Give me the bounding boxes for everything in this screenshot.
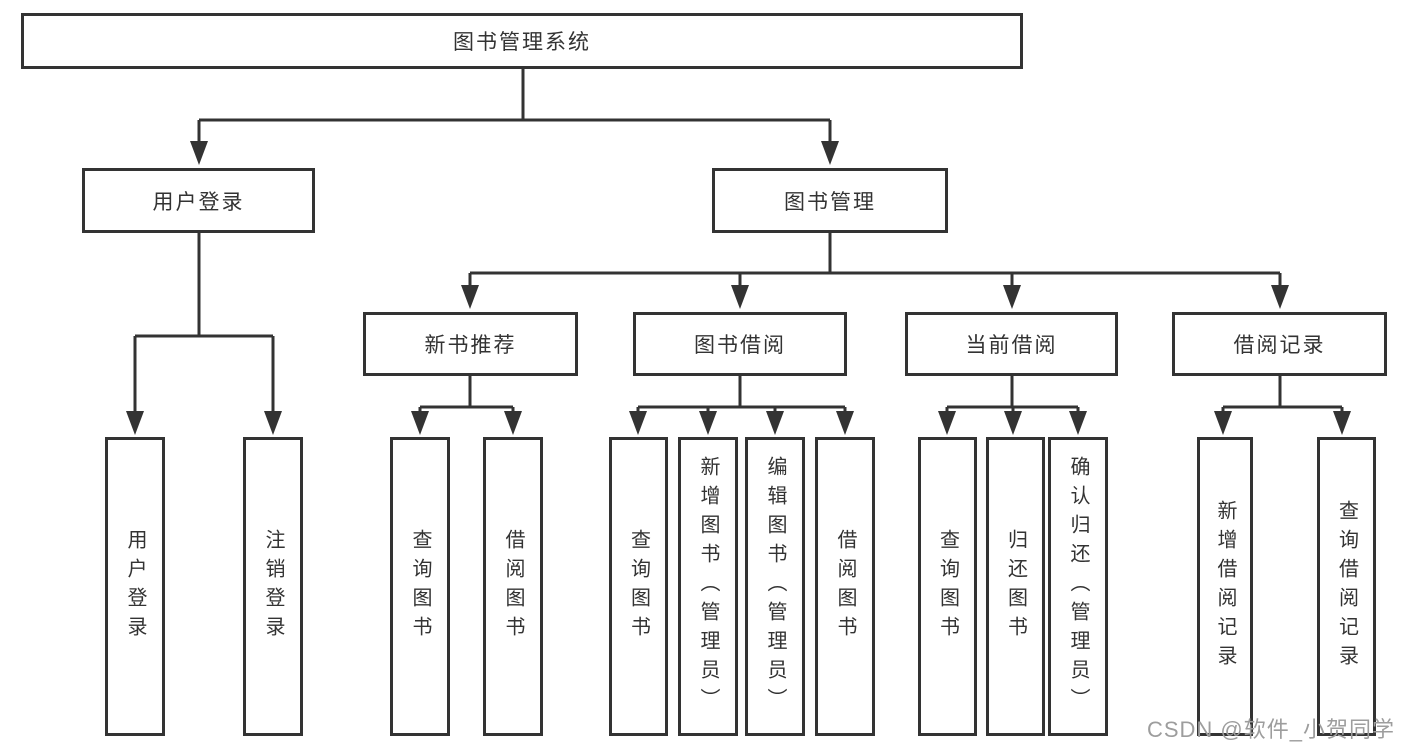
leaf-return-books: 归还图书 xyxy=(986,437,1045,736)
leaf-user-login: 用户登录 xyxy=(105,437,165,736)
node-label: 图书管理 xyxy=(784,190,876,214)
node-label: 查询图书 xyxy=(409,528,431,645)
node-label: 编辑图书（管理员） xyxy=(764,456,786,717)
node-book-borrow: 图书借阅 xyxy=(633,312,847,376)
node-label: 借阅记录 xyxy=(1233,334,1326,357)
leaf-current-query-books: 查询图书 xyxy=(918,437,977,736)
node-label: 注销登录 xyxy=(262,528,284,645)
node-book-management: 图书管理 xyxy=(712,168,948,233)
leaf-confirm-return-admin: 确认归还（管理员） xyxy=(1048,437,1108,736)
leaf-query-borrow-record: 查询借阅记录 xyxy=(1317,437,1376,736)
node-label: 图书借阅 xyxy=(694,334,786,357)
node-label: 新书推荐 xyxy=(424,334,517,357)
node-label: 查询图书 xyxy=(936,528,959,645)
node-label: 查询图书 xyxy=(627,528,650,645)
node-label: 归还图书 xyxy=(1004,528,1027,645)
node-user-login: 用户登录 xyxy=(82,168,315,233)
arrowheads xyxy=(126,141,1351,435)
leaf-logout: 注销登录 xyxy=(243,437,303,736)
node-label: 新增借阅记录 xyxy=(1214,499,1236,674)
node-label: 用户登录 xyxy=(124,528,146,645)
csdn-watermark: CSDN @软件_小贺同学 xyxy=(1146,717,1395,742)
node-label: 图书管理系统 xyxy=(453,31,591,54)
leaf-edit-books-admin: 编辑图书（管理员） xyxy=(745,437,805,736)
node-label: 用户登录 xyxy=(152,190,245,214)
node-borrow-records: 借阅记录 xyxy=(1172,312,1387,376)
node-label: 确认归还（管理员） xyxy=(1067,456,1089,717)
leaf-borrow-borrow-books: 借阅图书 xyxy=(815,437,875,736)
node-label: 查询借阅记录 xyxy=(1335,499,1358,674)
leaf-add-borrow-record: 新增借阅记录 xyxy=(1197,437,1253,736)
leaf-recommend-query-books: 查询图书 xyxy=(390,437,450,736)
node-label: 借阅图书 xyxy=(502,528,524,645)
node-label: 借阅图书 xyxy=(834,528,856,645)
node-label: 新增图书（管理员） xyxy=(697,456,719,717)
node-new-book-recommend: 新书推荐 xyxy=(363,312,578,376)
node-library-management-system: 图书管理系统 xyxy=(21,13,1023,69)
node-label: 当前借阅 xyxy=(965,334,1058,357)
leaf-borrow-query-books: 查询图书 xyxy=(609,437,668,736)
node-current-borrow: 当前借阅 xyxy=(905,312,1118,376)
leaf-recommend-borrow-books: 借阅图书 xyxy=(483,437,543,736)
leaf-add-books-admin: 新增图书（管理员） xyxy=(678,437,738,736)
